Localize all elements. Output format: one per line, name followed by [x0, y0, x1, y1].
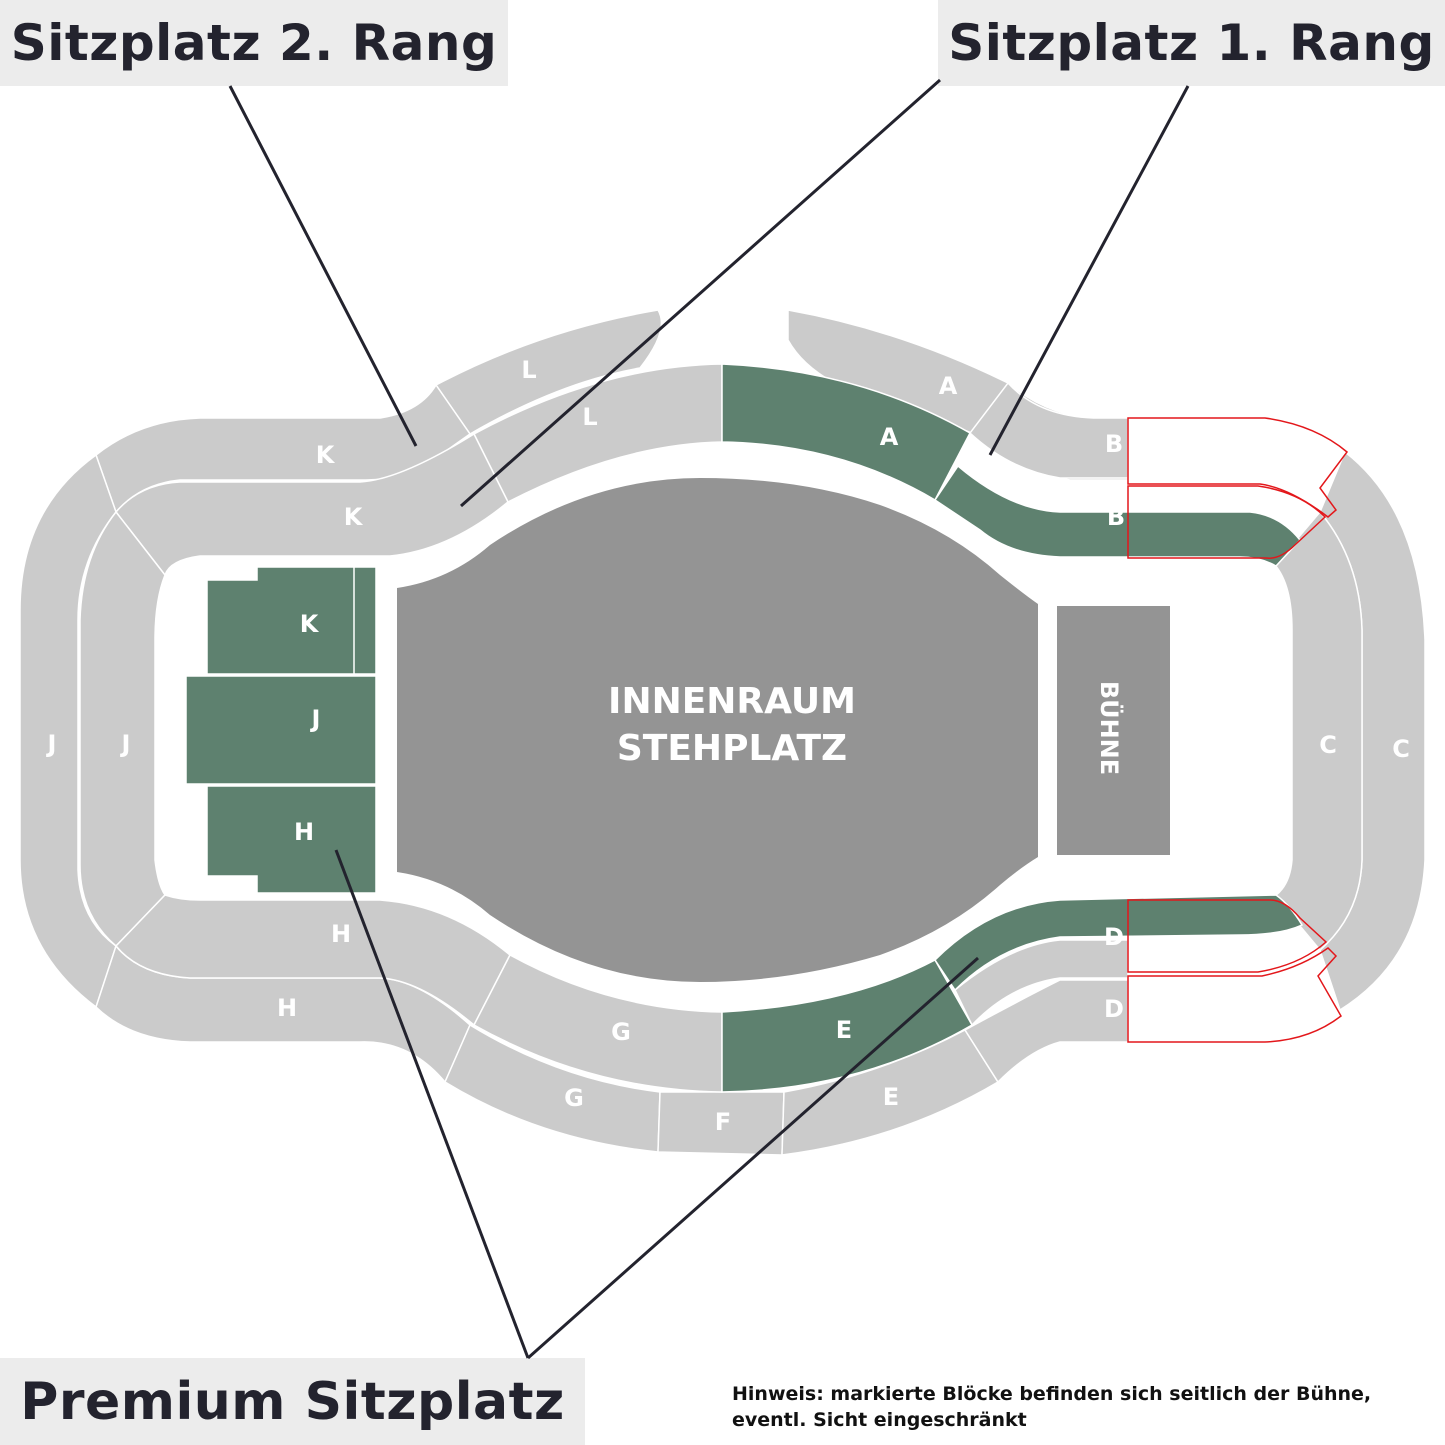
note-line-1: Hinweis: markierte Blöcke befinden sich …	[732, 1383, 1372, 1405]
block-outer-L[interactable]	[434, 309, 663, 435]
marked-outline-B-inner	[1127, 485, 1327, 559]
marked-outline-D-outer	[1127, 947, 1342, 1043]
label-inner-K: K	[344, 503, 364, 531]
label-outer-G: G	[564, 1084, 584, 1112]
label-outer-F: F	[715, 1108, 731, 1136]
label-inner-G: G	[611, 1018, 631, 1046]
block-premium-H[interactable]	[206, 785, 377, 894]
label-outer-C: C	[1392, 735, 1410, 763]
marked-outline-B-outer	[1127, 417, 1349, 518]
label-outer-J: J	[46, 730, 57, 758]
label-inner-L: L	[582, 403, 597, 431]
block-outer-J[interactable]	[19, 453, 117, 1009]
label-outer-B: B	[1105, 430, 1123, 458]
label-inner-B: B	[1107, 503, 1125, 531]
label-inner-H: H	[331, 920, 351, 948]
floor-label-line-1: INNENRAUM	[608, 681, 856, 722]
legend-second-tier: Sitzplatz 2. Rang	[0, 0, 508, 86]
note-line-2: eventl. Sicht eingeschränkt	[732, 1409, 1027, 1431]
leader-premium-right	[527, 956, 979, 1360]
marked-outline-D-inner	[1127, 899, 1328, 973]
block-premium-J[interactable]	[185, 675, 377, 785]
legend-first-tier: Sitzplatz 1. Rang	[938, 0, 1445, 86]
label-outer-H: H	[277, 994, 297, 1022]
legend-first-tier-label: Sitzplatz 1. Rang	[948, 14, 1435, 72]
label-inner-J: J	[120, 730, 131, 758]
label-premium-J: J	[310, 705, 321, 733]
label-inner-D: D	[1104, 923, 1124, 951]
block-inner-K[interactable]	[115, 432, 509, 577]
note-restricted-view: Hinweis: markierte Blöcke befinden sich …	[732, 1381, 1432, 1433]
stage	[1057, 606, 1170, 855]
label-inner-C: C	[1319, 731, 1337, 759]
leader-first-tier-right	[988, 85, 1190, 456]
label-inner-E: E	[836, 1016, 852, 1044]
label-outer-E: E	[883, 1083, 899, 1111]
floor-label-line-2: STEHPLATZ	[617, 728, 847, 769]
leader-premium-left	[334, 849, 530, 1359]
label-outer-A: A	[939, 372, 958, 400]
legend-premium-label: Premium Sitzplatz	[20, 1371, 565, 1432]
leader-second-tier	[228, 85, 418, 447]
label-outer-D: D	[1104, 995, 1124, 1023]
block-premium-E[interactable]	[721, 958, 974, 1093]
label-outer-L: L	[521, 356, 536, 384]
label-premium-H: H	[294, 818, 314, 846]
standing-floor[interactable]	[397, 478, 1038, 982]
block-inner-C[interactable]	[1273, 510, 1363, 952]
block-premium-A[interactable]	[721, 363, 971, 502]
block-inner-J[interactable]	[79, 510, 166, 948]
label-inner-A: A	[880, 423, 899, 451]
label-premium-K: K	[300, 610, 320, 638]
stage-label: BÜHNE	[1095, 681, 1125, 775]
legend-premium: Premium Sitzplatz	[0, 1358, 585, 1445]
block-premium-K[interactable]	[206, 566, 377, 675]
label-outer-K: K	[316, 441, 336, 469]
leader-first-tier-left	[460, 78, 941, 508]
block-premium-D[interactable]	[934, 894, 1304, 992]
legend-second-tier-label: Sitzplatz 2. Rang	[10, 14, 498, 72]
